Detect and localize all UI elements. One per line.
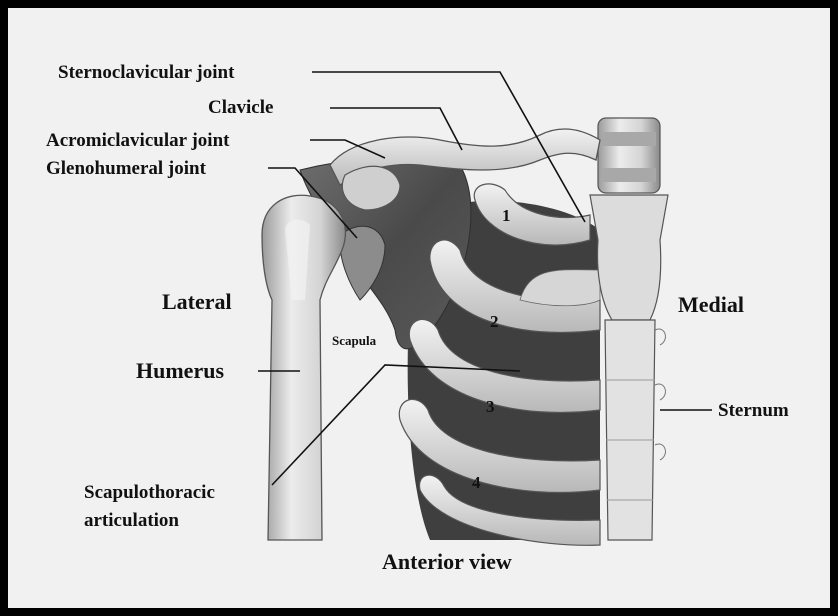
glenohumeral-joint-label: Glenohumeral joint [46, 158, 207, 179]
medial-label: Medial [678, 292, 744, 317]
scapula-label: Scapula [332, 333, 377, 348]
clavicle-label: Clavicle [208, 97, 273, 118]
sternum-label: Sternum [718, 400, 789, 421]
scapulothoracic-label-line1: Scapulothoracic [84, 482, 215, 503]
view-caption: Anterior view [382, 549, 512, 574]
rib-number-3: 3 [486, 397, 495, 416]
scapulothoracic-label-line2: articulation [84, 510, 179, 531]
sternoclavicular-joint-label: Sternoclavicular joint [58, 62, 235, 83]
rib-number-1: 1 [502, 206, 511, 225]
humerus-bone [262, 195, 345, 540]
sternum-bone [590, 118, 668, 540]
humerus-label: Humerus [136, 358, 224, 383]
acromioclavicular-joint-label: Acromiclavicular joint [46, 130, 230, 151]
lateral-label: Lateral [162, 289, 232, 314]
rib-number-4: 4 [472, 473, 481, 492]
rib-number-2: 2 [490, 312, 499, 331]
